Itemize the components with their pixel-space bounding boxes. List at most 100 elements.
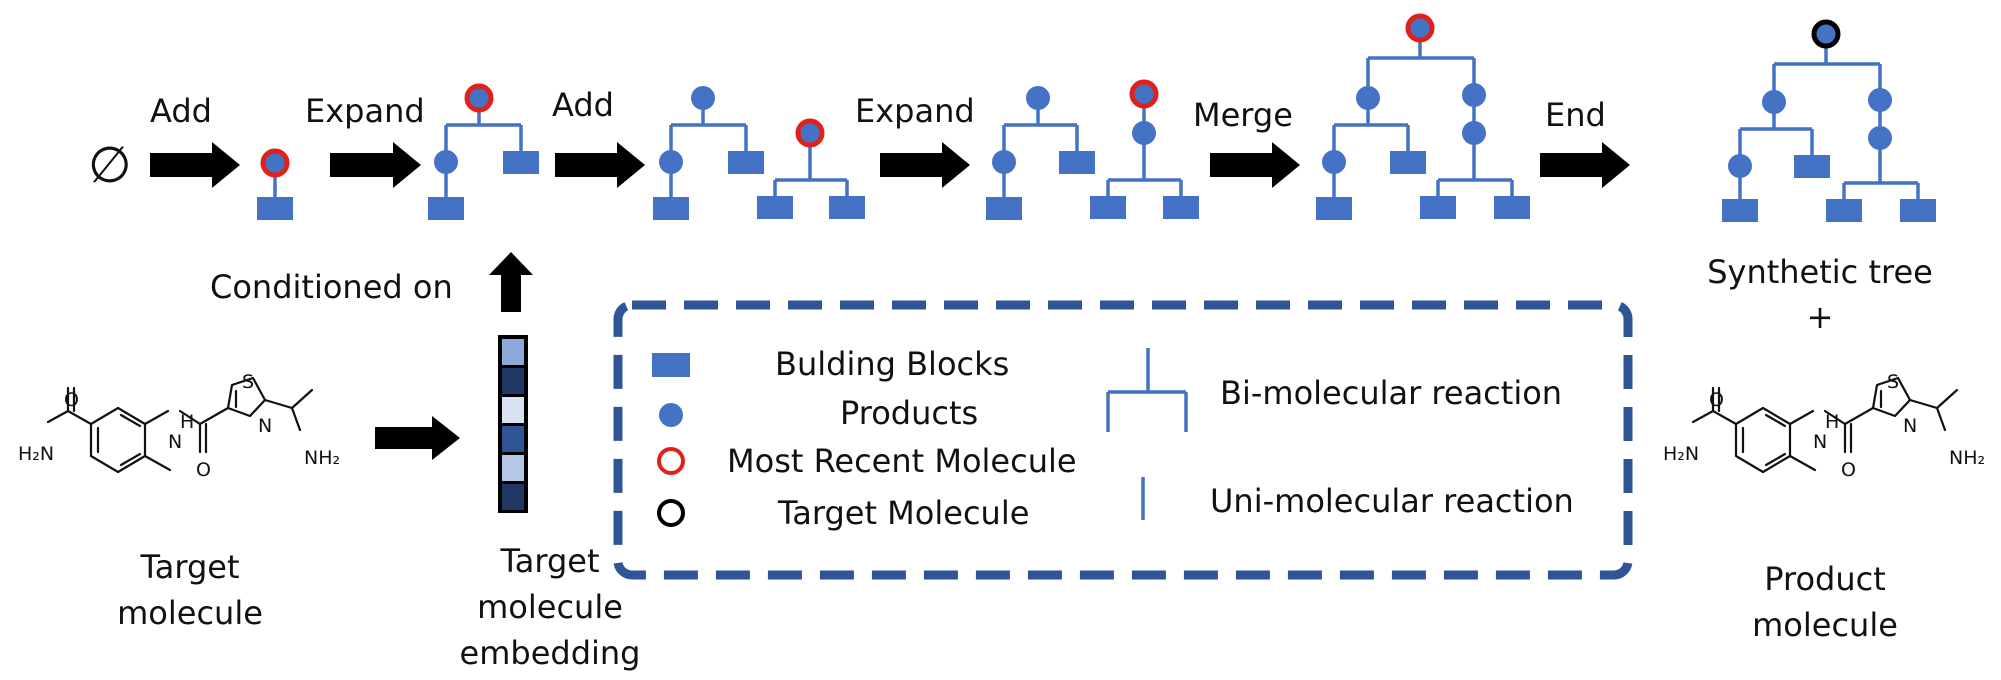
building-block <box>1316 197 1352 220</box>
legend: Bulding Blocks Products Most Recent Mole… <box>613 300 1633 580</box>
legend-border <box>613 300 1633 580</box>
building-block <box>1494 196 1530 219</box>
embedding-cell <box>502 368 524 394</box>
building-block <box>1163 196 1199 219</box>
empty-set-symbol: ∅ <box>88 136 132 194</box>
atom-label: N <box>258 415 272 437</box>
embedding-vector <box>498 335 528 513</box>
embedding-cell <box>502 426 524 452</box>
target-molecule-caption: molecule <box>117 594 263 632</box>
step-label-add-2: Add <box>552 86 614 124</box>
product-molecule-caption: Product <box>1764 560 1886 598</box>
embedding-cell <box>502 339 524 365</box>
product-node-recent <box>1405 13 1435 43</box>
legend-recent-label: Most Recent Molecule <box>727 442 1077 480</box>
product-node-recent <box>795 118 825 148</box>
embedding-caption: embedding <box>460 634 641 672</box>
atom-label: O <box>1709 389 1724 411</box>
atom-label: O <box>196 459 211 481</box>
building-block <box>653 197 689 220</box>
product-node <box>1356 86 1380 110</box>
product-node <box>691 86 715 110</box>
arrow-end <box>1540 142 1630 188</box>
atom-label: S <box>1887 371 1899 393</box>
building-block <box>986 197 1022 220</box>
product-node <box>992 150 1016 174</box>
atom-label: O <box>64 389 79 411</box>
building-block <box>1059 151 1095 174</box>
legend-product-icon <box>659 403 683 427</box>
product-node <box>1462 83 1486 107</box>
step-label-expand-2: Expand <box>855 92 975 130</box>
tree-final <box>1722 19 1936 222</box>
building-block <box>503 151 539 174</box>
embedding-cell <box>502 455 524 481</box>
step-label-merge: Merge <box>1193 96 1293 134</box>
step-label-end: End <box>1545 96 1606 134</box>
product-node <box>1026 86 1050 110</box>
product-node <box>659 150 683 174</box>
atom-label: NH₂ <box>304 447 340 469</box>
arrow-to-embedding <box>375 416 460 460</box>
step-label-add-1: Add <box>150 92 212 130</box>
building-block <box>1826 199 1862 222</box>
atom-label: NH₂ <box>1949 447 1985 469</box>
legend-target-label: Target Molecule <box>777 494 1029 532</box>
product-node <box>1322 150 1346 174</box>
product-node <box>1728 154 1752 178</box>
tree-stage-4 <box>986 79 1199 220</box>
arrow-expand-2 <box>880 142 970 188</box>
target-molecule-structure: O H₂N H N O S N NH₂ <box>18 371 340 481</box>
legend-uni-reaction-label: Uni-molecular reaction <box>1210 482 1574 520</box>
building-block <box>1900 199 1936 222</box>
embedding-cell <box>502 397 524 423</box>
atom-label: H₂N <box>1663 443 1699 465</box>
product-node <box>1762 90 1786 114</box>
arrow-merge <box>1210 142 1300 188</box>
atom-label: N <box>168 431 182 453</box>
plus-sign: + <box>1807 298 1834 336</box>
building-block <box>1420 196 1456 219</box>
embedding-cell <box>502 484 524 510</box>
legend-recent-icon <box>657 447 685 475</box>
arrow-expand-1 <box>330 142 421 188</box>
step-label-expand-1: Expand <box>305 92 425 130</box>
building-block <box>257 197 293 220</box>
tree-stage-1 <box>257 148 293 220</box>
up-arrow <box>489 252 533 312</box>
legend-building-blocks-label: Bulding Blocks <box>775 345 1009 383</box>
product-node <box>434 150 458 174</box>
embedding-caption: molecule <box>477 588 623 626</box>
product-node-recent <box>1129 79 1159 109</box>
target-node <box>1811 19 1841 49</box>
step-arrows <box>150 142 1630 188</box>
atom-label: S <box>242 371 254 393</box>
building-block <box>1722 199 1758 222</box>
product-molecule-caption: molecule <box>1752 606 1898 644</box>
legend-building-block-icon <box>652 353 690 377</box>
legend-products-label: Products <box>840 394 978 432</box>
tree-stage-3 <box>653 86 865 220</box>
building-block <box>1794 155 1830 178</box>
conditioned-on-label: Conditioned on <box>210 268 453 306</box>
product-node <box>1868 126 1892 150</box>
product-node <box>1132 121 1156 145</box>
embedding-caption: Target <box>500 542 600 580</box>
atom-label: N <box>1903 415 1917 437</box>
atom-label: N <box>1813 431 1827 453</box>
building-block <box>428 197 464 220</box>
arrow-add-2 <box>555 142 645 188</box>
tree-stage-5 <box>1316 13 1530 220</box>
target-molecule-caption: Target <box>140 548 240 586</box>
product-molecule-structure: O H₂N H N O S N NH₂ <box>1663 371 1985 481</box>
product-node <box>1868 88 1892 112</box>
tree-stage-2 <box>428 83 539 220</box>
building-block <box>1090 196 1126 219</box>
synthetic-tree-caption: Synthetic tree <box>1707 253 1933 291</box>
atom-label: O <box>1841 459 1856 481</box>
building-block <box>757 196 793 219</box>
building-block <box>1390 151 1426 174</box>
product-node-recent <box>464 83 494 113</box>
product-node-recent <box>260 148 290 178</box>
